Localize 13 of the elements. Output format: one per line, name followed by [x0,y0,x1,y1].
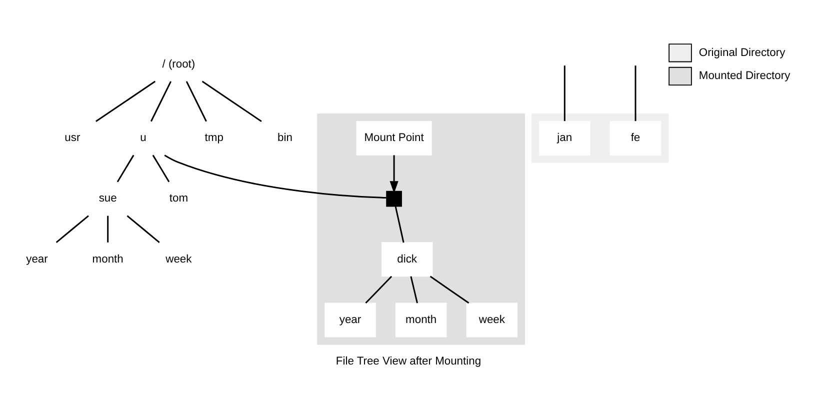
node-text: bin [278,132,292,144]
node-text: usr [64,132,80,144]
node-text: sue [98,192,117,205]
legend-label: Original Directory [698,46,786,59]
caption: File Tree View after Mounting [336,355,482,368]
node-text: tom [169,192,188,205]
node-text: / (root) [162,58,196,70]
node-text: month [92,253,124,266]
node-text: u [140,132,146,144]
node-text: week [166,253,192,266]
node-text: tmp [204,132,224,144]
node-text: year [26,253,48,266]
legend-label: Mounted Directory [698,70,790,82]
